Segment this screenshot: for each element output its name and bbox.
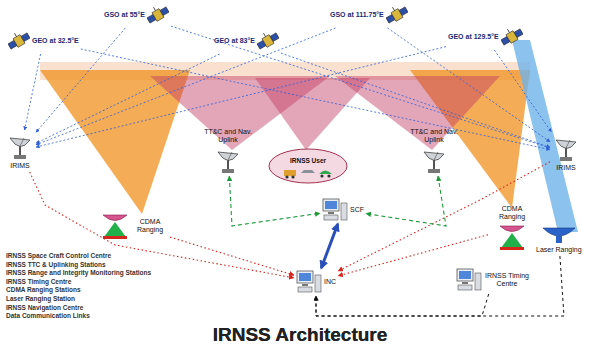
icon-holder bbox=[100, 212, 130, 240]
station-label: GSO at 55°E bbox=[104, 11, 145, 19]
link-line bbox=[36, 28, 336, 145]
link-line bbox=[229, 176, 320, 226]
key-text: CDMA Ranging Stations bbox=[6, 286, 81, 293]
station-label: IRIMS bbox=[10, 162, 29, 170]
icon-holder bbox=[552, 134, 580, 162]
station-label: CDMA Ranging bbox=[132, 218, 168, 234]
key-text: IRNSS Space Craft Control Centre bbox=[6, 252, 111, 259]
station-label: TT&C and Nav. Uplink bbox=[402, 128, 466, 144]
station-label: Laser Ranging bbox=[536, 246, 582, 254]
antenna-dish-icon bbox=[552, 134, 580, 162]
link-line bbox=[281, 53, 550, 147]
satellite-icon bbox=[8, 30, 30, 52]
link-line bbox=[366, 176, 446, 226]
ground-station: INC bbox=[296, 270, 336, 294]
key-text: IRNSS TTC & Uplinking Stations bbox=[6, 261, 106, 268]
link-line bbox=[338, 162, 550, 271]
station-label: TT&C and Nav. Uplink bbox=[196, 128, 260, 144]
station-label: CDMA Ranging bbox=[490, 205, 534, 221]
icon-holder bbox=[8, 30, 30, 52]
satellite-icon bbox=[147, 4, 169, 26]
computer-icon bbox=[322, 198, 348, 222]
laser-ranging-icon bbox=[539, 224, 579, 244]
icon-holder bbox=[539, 224, 579, 244]
link-line bbox=[81, 49, 550, 150]
antenna-dish-icon bbox=[6, 132, 34, 160]
link-line bbox=[316, 256, 564, 316]
satellite-node: GEO at 129.5°E bbox=[448, 26, 523, 48]
ground-station: IRIMS bbox=[6, 132, 34, 170]
satellite-icon bbox=[501, 26, 523, 48]
computer-icon bbox=[456, 268, 482, 292]
computer-icon bbox=[296, 270, 322, 294]
icon-holder bbox=[386, 4, 408, 26]
satellite-icon bbox=[257, 30, 279, 52]
station-label: GEO at 32.5°E bbox=[32, 37, 79, 45]
link-line bbox=[170, 237, 294, 275]
icon-holder bbox=[501, 26, 523, 48]
link-line bbox=[388, 28, 551, 142]
station-label: GEO at 83°E bbox=[214, 37, 255, 45]
pink-beam bbox=[335, 76, 500, 150]
icon-holder bbox=[147, 4, 169, 26]
station-label: SCF bbox=[350, 206, 364, 214]
diagram-title: IRNSS Architecture bbox=[190, 324, 410, 346]
station-label: GEO at 129.5°E bbox=[448, 33, 499, 41]
icon-holder bbox=[257, 30, 279, 52]
ground-station: TT&C and Nav. Uplink bbox=[196, 128, 260, 174]
icon-holder bbox=[322, 198, 348, 222]
link-line bbox=[36, 47, 446, 148]
user-ellipse: IRNSS User bbox=[268, 148, 348, 184]
satellite-node: GEO at 83°E bbox=[214, 30, 279, 52]
satellite-node: GSO at 111.75°E bbox=[330, 4, 408, 26]
link-line bbox=[494, 50, 551, 132]
icon-holder bbox=[296, 270, 322, 294]
key-text: IRNSS Timing Centre bbox=[6, 278, 71, 285]
user-ellipse-outline bbox=[268, 148, 348, 184]
ground-station: TT&C and Nav. Uplink bbox=[402, 128, 466, 174]
icon-holder bbox=[456, 268, 482, 292]
link-line bbox=[36, 54, 220, 143]
cdma-station-icon bbox=[497, 223, 527, 251]
ground-station: IRIMS bbox=[552, 134, 580, 172]
user-label: IRNSS User bbox=[290, 157, 326, 164]
station-label: INC bbox=[324, 278, 336, 286]
satellite-node: GSO at 55°E bbox=[104, 4, 169, 26]
ground-station: SCF bbox=[322, 198, 364, 222]
ground-station: IRNSS Timing Centre bbox=[456, 268, 530, 292]
icon-holder bbox=[497, 223, 527, 251]
station-label: IRIMS bbox=[556, 164, 575, 172]
station-label: GSO at 111.75°E bbox=[330, 11, 384, 19]
key-text: IRNSS Range and Integrity Monitoring Sta… bbox=[6, 269, 151, 276]
satellite-node: GEO at 32.5°E bbox=[8, 30, 79, 52]
link-line bbox=[321, 224, 338, 268]
link-line bbox=[316, 294, 489, 316]
icon-holder bbox=[420, 146, 448, 174]
antenna-dish-icon bbox=[214, 146, 242, 174]
icon-holder bbox=[214, 146, 242, 174]
link-line bbox=[25, 54, 41, 130]
icon-holder bbox=[6, 132, 34, 160]
cdma-station-icon bbox=[100, 212, 130, 240]
laser-beam bbox=[512, 40, 578, 232]
ground-station: CDMA Ranging bbox=[490, 205, 534, 251]
ground-station: Laser Ranging bbox=[536, 224, 582, 254]
key-text: Data Communication Links bbox=[6, 312, 90, 319]
station-label: IRNSS Timing Centre bbox=[484, 272, 530, 288]
satellite-icon bbox=[386, 4, 408, 26]
link-line bbox=[171, 26, 550, 148]
ground-station: CDMA Ranging bbox=[100, 212, 168, 240]
key-text: IRNSS Navigation Centre bbox=[6, 304, 83, 311]
key-text: Laser Ranging Station bbox=[6, 295, 75, 302]
antenna-dish-icon bbox=[420, 146, 448, 174]
